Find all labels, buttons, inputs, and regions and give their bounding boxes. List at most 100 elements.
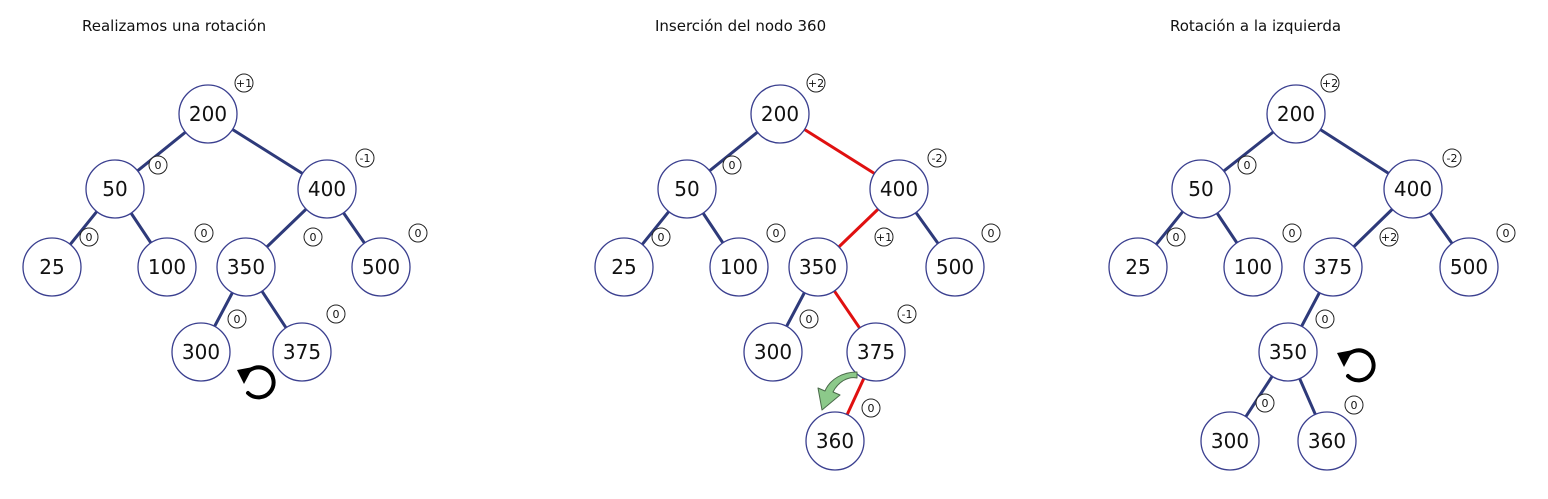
node-circle: [1171, 159, 1231, 219]
edge-350-360: [1298, 377, 1317, 416]
node-label: 500: [362, 255, 400, 279]
node-circle: [22, 237, 82, 297]
node-circle: [1108, 237, 1168, 297]
node-circle: [1200, 411, 1260, 471]
node-label: 300: [182, 340, 220, 364]
node-label: 375: [857, 340, 895, 364]
tree-node-25: 250: [22, 227, 99, 297]
node-circle: [846, 322, 906, 382]
badge-circle: [79, 227, 99, 247]
node-label: 400: [1394, 177, 1432, 201]
balance-factor-badge: 0: [1166, 227, 1186, 247]
balance-factor-label: +2: [1322, 77, 1338, 90]
balance-factor-badge: +2: [1379, 227, 1399, 247]
balance-factor-badge: 0: [1344, 395, 1364, 415]
node-label: 500: [936, 255, 974, 279]
tree-node-100: 100 0: [709, 223, 786, 297]
edge-50-25: [640, 210, 671, 246]
edge-50-100: [1215, 211, 1239, 245]
node-circle: [594, 237, 654, 297]
balance-factor-badge: 0: [722, 155, 742, 175]
badge-circle: [148, 155, 168, 175]
tree-node-400: 400 -2: [1383, 148, 1462, 219]
node-label: 100: [148, 255, 186, 279]
curved-insert-arrow-icon: [817, 371, 858, 411]
badge-circle: [1379, 227, 1399, 247]
nodes: 200+2500400-22501000350+150003000375-136…: [594, 73, 1001, 471]
node-circle: [743, 322, 803, 382]
tree-node-350: 350 +1: [788, 227, 894, 297]
edge-400-500: [342, 211, 366, 245]
balance-factor-badge: +2: [806, 73, 826, 93]
node-circle: [171, 322, 231, 382]
balance-factor-badge: -2: [1442, 148, 1462, 168]
edge-50-25: [68, 210, 99, 246]
node-label: 200: [189, 102, 227, 126]
node-circle: [351, 237, 411, 297]
node-label: 25: [1125, 255, 1150, 279]
balance-factor-badge: 0: [148, 155, 168, 175]
panel-title: Rotación a la izquierda: [1170, 17, 1341, 35]
badge-circle: [355, 148, 375, 168]
balance-factor-badge: 0: [326, 304, 346, 324]
badge-circle: [651, 227, 671, 247]
node-label: 50: [674, 177, 699, 201]
node-circle: [178, 84, 238, 144]
balance-factor-badge: 0: [1255, 393, 1275, 413]
balance-factor-label: +2: [1381, 231, 1397, 244]
balance-factor-badge: 0: [651, 227, 671, 247]
node-label: 360: [816, 429, 854, 453]
node-circle: [657, 159, 717, 219]
balance-factor-label: 0: [1244, 159, 1251, 172]
edge-375-360: [845, 376, 866, 417]
edge-50-100: [701, 211, 725, 245]
badge-circle: [194, 223, 214, 243]
node-label: 300: [1211, 429, 1249, 453]
node-circle: [1439, 237, 1499, 297]
balance-factor-badge: 0: [1496, 223, 1516, 243]
balance-factor-badge: -1: [897, 304, 917, 324]
node-circle: [216, 237, 276, 297]
balance-factor-badge: +1: [874, 227, 894, 247]
balance-factor-label: 0: [86, 231, 93, 244]
balance-factor-label: 0: [868, 402, 875, 415]
balance-factor-label: 0: [155, 159, 162, 172]
balance-factor-label: 0: [1289, 227, 1296, 240]
node-label: 25: [611, 255, 636, 279]
badge-circle: [303, 227, 323, 247]
edge-200-400: [803, 127, 876, 176]
node-circle: [1266, 84, 1326, 144]
balance-factor-label: 0: [729, 159, 736, 172]
node-circle: [272, 322, 332, 382]
node-circle: [297, 159, 357, 219]
node-circle: [1303, 237, 1363, 297]
edge-400-375: [1352, 207, 1394, 249]
balance-factor-label: 0: [1173, 231, 1180, 244]
node-label: 375: [1314, 255, 1352, 279]
tree-node-200: 200+2: [1266, 73, 1340, 144]
balance-factor-label: 0: [773, 227, 780, 240]
balance-factor-label: 0: [310, 231, 317, 244]
tree-node-50: 50 0: [657, 155, 742, 219]
badge-circle: [1282, 223, 1302, 243]
node-circle: [1223, 237, 1283, 297]
tree-node-25: 25 0: [594, 227, 671, 297]
node-label: 350: [799, 255, 837, 279]
edge-400-500: [914, 211, 940, 245]
balance-factor-label: -1: [902, 308, 913, 321]
nodes: 200+2500400-22501000375+2500035003000360…: [1108, 73, 1516, 471]
node-label: 100: [720, 255, 758, 279]
balance-factor-label: 0: [1351, 399, 1358, 412]
panel-title: Realizamos una rotación: [82, 17, 266, 35]
tree-node-300: 300 0: [1200, 393, 1275, 471]
balance-factor-badge: 0: [1282, 223, 1302, 243]
balance-factor-badge: 0: [79, 227, 99, 247]
badge-circle: [1237, 155, 1257, 175]
badge-circle: [927, 148, 947, 168]
edge-200-50: [708, 130, 759, 173]
